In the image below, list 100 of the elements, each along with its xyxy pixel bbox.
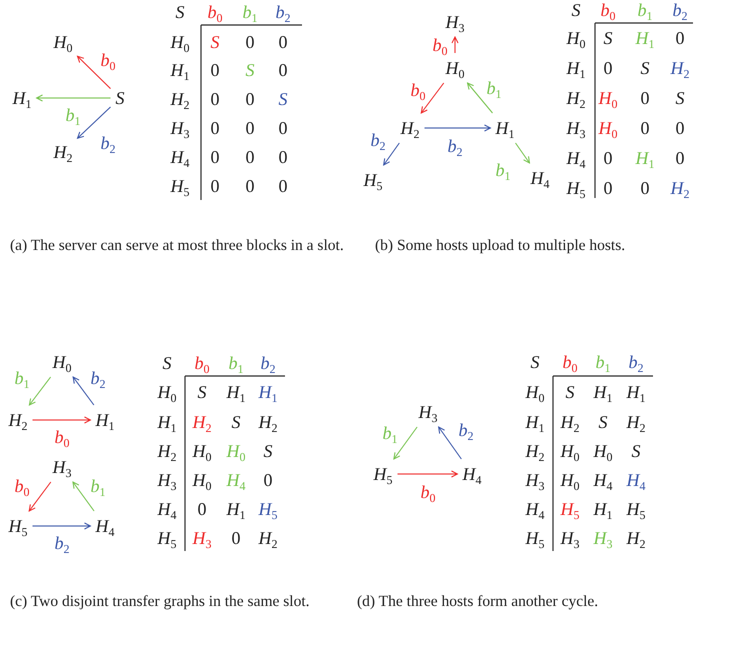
column-header: b$_{0}$ [208,2,222,22]
table-cell: H$_{5}$ [560,499,580,519]
column-header: S [176,2,184,22]
table-cell: S [198,382,206,402]
host-label: H$_{2}$ [54,142,72,162]
column-header: b$_{2}$ [276,2,290,22]
arrow [424,124,491,132]
host-label: H$_{2}$ [8,410,28,430]
host-label: H$_{3}$ [52,457,72,477]
arrow [467,82,493,114]
table-cell: 0 [278,60,288,80]
arrow [515,142,530,164]
arrow [420,82,444,114]
table-cell: H$_{0}$ [594,441,612,461]
table-cell: 0 [676,148,684,168]
column-header: b$_{1}$ [228,353,244,373]
row-header: H$_{1}$ [566,58,586,78]
arrow [28,482,52,512]
table-cell: 0 [232,528,240,548]
table-cell: 0 [246,147,254,167]
host-label: H$_{0}$ [54,32,72,52]
table-cell: H$_{0}$ [192,470,212,490]
arrow [438,426,462,460]
column-header: b$_{1}$ [596,352,610,372]
table-cell: S [598,412,608,432]
host-label: H$_{0}$ [52,352,72,372]
row-header: H$_{3}$ [526,470,544,490]
subfigure-caption: (a) The server can serve at most three blocks in a slot. [10,236,345,256]
table-cell: H$_{2}$ [626,528,646,548]
column-header: b$_{1}$ [638,0,652,20]
row-header: H$_{4}$ [158,499,176,519]
column-header: b$_{0}$ [562,352,578,372]
table-cell: 0 [210,176,220,196]
arrow [72,482,95,512]
table-cell: 0 [640,178,650,198]
row-header: H$_{5}$ [526,528,544,548]
arrow [393,426,418,460]
table-cell: 0 [246,32,254,52]
subfigure-caption: (c) Two disjoint transfer graphs in the same slot. [10,592,311,612]
host-label: H$_{4}$ [462,464,482,484]
table-cell: H$_{0}$ [598,118,618,138]
table-cell: H$_{2}$ [670,178,690,198]
arrow [452,36,458,54]
row-header: H$_{0}$ [526,382,544,402]
table-cell: H$_{2}$ [560,412,580,432]
host-label: H$_{5}$ [374,464,392,484]
row-header: H$_{1}$ [526,412,544,432]
host-label: H$_{3}$ [418,402,438,422]
arrow [397,470,458,478]
table-cell: 0 [210,60,220,80]
table-cell: S [566,382,574,402]
table-cell: H$_{4}$ [594,470,612,490]
table-cell: H$_{3}$ [192,528,212,548]
table-cell: H$_{1}$ [258,382,278,402]
table-cell: H$_{3}$ [594,528,612,548]
arrow [383,142,400,166]
table-cell: 0 [246,89,254,109]
host-label: H$_{3}$ [446,12,464,32]
row-header: H$_{4}$ [170,147,190,167]
row-header: H$_{1}$ [170,60,190,80]
table-cell: H$_{1}$ [226,382,246,402]
row-header: H$_{5}$ [170,176,190,196]
row-header: H$_{2}$ [158,441,176,461]
row-header: H$_{3}$ [170,118,190,138]
table-cell: S [604,28,612,48]
host-label: S [116,88,124,108]
row-header: H$_{0}$ [170,32,190,52]
host-label: H$_{4}$ [96,516,114,536]
host-label: H$_{1}$ [12,88,32,108]
table-cell: 0 [676,118,684,138]
row-header: H$_{4}$ [566,148,586,168]
row-header: H$_{3}$ [158,470,176,490]
arrow [36,94,111,102]
column-header: S [572,0,580,20]
table-cell: S [278,89,288,109]
arrow [28,376,52,406]
table-cell: 0 [278,32,288,52]
table-cell: H$_{2}$ [626,412,646,432]
table-cell: 0 [210,147,220,167]
table-cell: H$_{5}$ [258,499,278,519]
row-header: H$_{0}$ [566,28,586,48]
column-header: b$_{0}$ [194,353,210,373]
column-header: S [530,352,540,372]
table-cell: H$_{2}$ [670,58,690,78]
host-label: H$_{4}$ [530,168,550,188]
table-cell: 0 [278,176,288,196]
column-header: b$_{0}$ [600,0,616,20]
table-cell: H$_{1}$ [226,499,246,519]
host-label: H$_{1}$ [96,410,114,430]
row-header: H$_{2}$ [526,441,544,461]
column-header: b$_{2}$ [260,353,276,373]
row-header: H$_{3}$ [566,118,586,138]
table-cell: 0 [640,118,650,138]
table-cell: H$_{1}$ [636,148,654,168]
table-cell: H$_{0}$ [192,441,212,461]
table-cell: H$_{2}$ [192,412,212,432]
table-cell: H$_{4}$ [226,470,246,490]
table-cell: S [210,32,220,52]
table-cell: H$_{0}$ [560,470,580,490]
row-header: H$_{2}$ [170,89,190,109]
